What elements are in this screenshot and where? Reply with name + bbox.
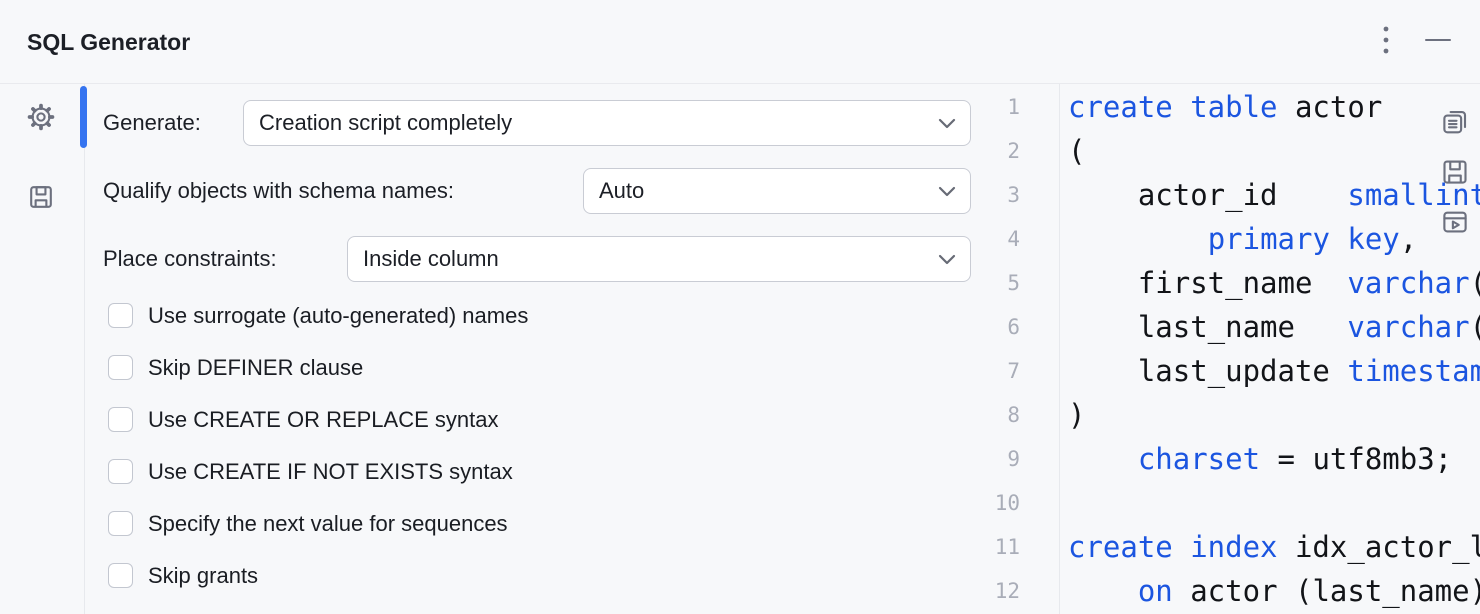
line-number: 3 (1007, 183, 1020, 207)
options-scrollbar-thumb[interactable] (80, 86, 87, 148)
save-icon (1443, 160, 1467, 184)
sql-keyword-token: primary key (1207, 222, 1400, 256)
minimize-button[interactable] (1419, 24, 1457, 56)
line-number: 5 (1007, 271, 1020, 295)
code-line: actor_id smallint unsigned (1068, 173, 1480, 217)
kebab-menu-icon (1383, 26, 1389, 54)
chevron-down-icon (938, 186, 956, 197)
code-line: on actor (last_name); (1068, 569, 1480, 613)
checkbox[interactable] (108, 303, 133, 328)
code-line: last_name varchar(45) (1068, 305, 1480, 349)
gear-icon (27, 103, 55, 131)
sql-plain-token (1068, 442, 1138, 476)
gutter-divider (1059, 84, 1060, 614)
checkbox-label[interactable]: Skip DEFINER clause (148, 355, 364, 380)
more-options-button[interactable] (1370, 24, 1402, 56)
code-line: last_update timestamp (1068, 349, 1480, 393)
editor-actions-toolbar (1438, 105, 1472, 255)
open-in-console-button[interactable] (1438, 205, 1472, 239)
sql-plain-token: (45) (1470, 266, 1480, 300)
line-number: 1 (1007, 95, 1020, 119)
settings-button[interactable] (26, 102, 56, 132)
code-line (1068, 481, 1480, 525)
checkbox-label[interactable]: Specify the next value for sequences (148, 511, 508, 536)
sql-plain-token: actor (1277, 90, 1383, 124)
line-number: 2 (1007, 139, 1020, 163)
qualify-label: Qualify objects with schema names: (103, 178, 454, 203)
sql-keyword-token: charset (1137, 442, 1261, 476)
line-number: 6 (1007, 315, 1020, 339)
sql-plain-token: actor_id (1068, 178, 1348, 212)
code-line: create index idx_actor_last_name (1068, 525, 1480, 569)
dialog-header: SQL Generator (0, 0, 1480, 84)
qualify-dropdown-value: Auto (599, 178, 645, 203)
sql-keyword-token: create index (1068, 530, 1278, 564)
save-icon (30, 186, 52, 208)
code-line: create table actor (1068, 85, 1480, 129)
dialog-title: SQL Generator (27, 29, 191, 55)
checkbox[interactable] (108, 511, 133, 536)
sql-plain-token: first_name (1068, 266, 1348, 300)
checkbox[interactable] (108, 563, 133, 588)
qualify-dropdown[interactable]: Auto (583, 168, 971, 214)
copy-icon (1443, 110, 1467, 134)
panel-divider (84, 84, 85, 614)
sql-keyword-token: varchar (1347, 266, 1470, 300)
sql-preview-editor[interactable]: create table actor ( actor_id smallint un… (1068, 85, 1480, 613)
minimize-icon (1425, 38, 1451, 42)
sql-plain-token: ( (1068, 134, 1086, 168)
sql-plain-token: last_name (1068, 310, 1348, 344)
sql-keyword-token: on (1137, 574, 1173, 608)
line-number: 11 (994, 535, 1020, 559)
run-console-icon (1443, 211, 1467, 233)
place-constraints-dropdown-value: Inside column (363, 246, 499, 271)
place-constraints-label: Place constraints: (103, 246, 277, 271)
line-number: 8 (1007, 403, 1020, 427)
code-line: primary key, (1068, 217, 1480, 261)
sql-plain-token: ) (1068, 398, 1086, 432)
sql-plain-token: = utf8mb3; (1260, 442, 1453, 476)
sql-plain-token (1068, 574, 1138, 608)
chevron-down-icon (938, 254, 956, 265)
code-line: ( (1068, 129, 1480, 173)
checkbox-label[interactable]: Use surrogate (auto-generated) names (148, 303, 529, 328)
sql-plain-token: actor (last_name); (1172, 574, 1480, 608)
save-to-file-button[interactable] (1438, 155, 1472, 189)
sql-plain-token: (45) (1470, 310, 1480, 344)
sql-plain-token (1068, 222, 1208, 256)
sql-keyword-token: varchar (1347, 310, 1470, 344)
line-number: 9 (1007, 447, 1020, 471)
generate-dropdown[interactable]: Creation script completely (243, 100, 971, 146)
sql-plain-token: idx_actor_last_name (1294, 530, 1480, 564)
checkbox-label[interactable]: Use CREATE IF NOT EXISTS syntax (148, 459, 513, 484)
copy-to-clipboard-button[interactable] (1438, 105, 1472, 139)
save-settings-button[interactable] (26, 182, 56, 212)
sql-keyword-token: smallint unsigned (1347, 178, 1480, 212)
line-number: 7 (1007, 359, 1020, 383)
checkbox[interactable] (108, 459, 133, 484)
checkbox[interactable] (108, 355, 133, 380)
line-number: 10 (994, 491, 1020, 515)
place-constraints-dropdown[interactable]: Inside column (347, 236, 971, 282)
generate-dropdown-value: Creation script completely (259, 110, 513, 135)
sql-plain-token: last_update (1068, 354, 1348, 388)
sql-keyword-token: create table (1068, 90, 1278, 124)
chevron-down-icon (938, 118, 956, 129)
code-line: ) (1068, 393, 1480, 437)
sql-plain-token: , (1399, 222, 1418, 256)
checkbox-label[interactable]: Skip grants (148, 563, 259, 588)
code-line: first_name varchar(45) (1068, 261, 1480, 305)
line-number: 12 (994, 579, 1020, 603)
checkbox-label[interactable]: Use CREATE OR REPLACE syntax (148, 407, 499, 432)
generate-label: Generate: (103, 110, 201, 135)
code-line: charset = utf8mb3; (1068, 437, 1480, 481)
line-number: 4 (1007, 227, 1020, 251)
sql-keyword-token: timestamp (1347, 354, 1480, 388)
checkbox[interactable] (108, 407, 133, 432)
